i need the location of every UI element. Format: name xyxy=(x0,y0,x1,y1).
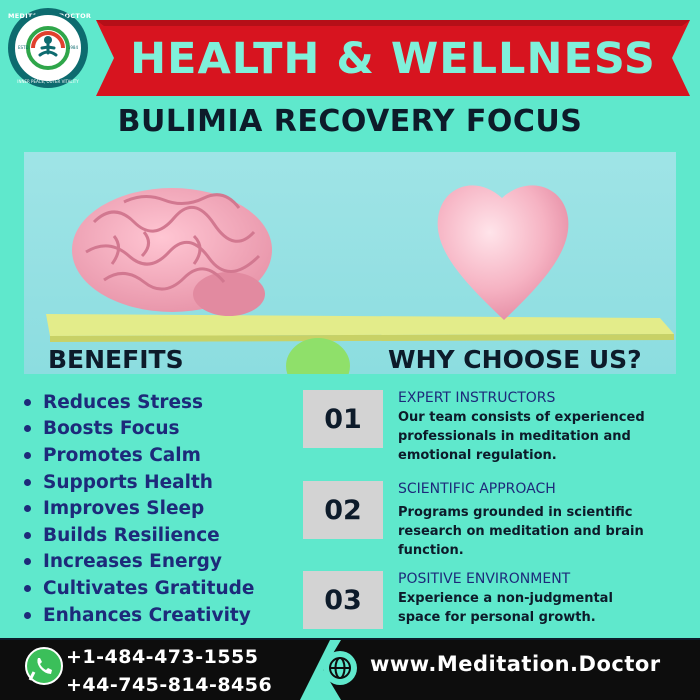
reason-description-03: Experience a non-judgmental space for pe… xyxy=(398,591,613,625)
hero-illustration xyxy=(24,152,676,374)
title-banner xyxy=(96,20,690,96)
bullet-icon xyxy=(24,398,31,406)
reason-description-01: Our team consists of experienced profess… xyxy=(398,410,645,463)
list-item: Enhances Creativity xyxy=(22,602,302,629)
page-subtitle: BULIMIA RECOVERY FOCUS xyxy=(117,104,583,139)
phone-number-uk[interactable]: +44-745-814-8456 xyxy=(66,674,273,696)
globe-icon[interactable] xyxy=(322,650,358,686)
reason-title-02: SCIENTIFIC APPROACH xyxy=(398,481,556,497)
benefits-list: Reduces Stress Boosts Focus Promotes Cal… xyxy=(22,389,302,628)
bullet-icon xyxy=(24,505,31,513)
benefits-heading: BENEFITS xyxy=(48,345,184,374)
reason-title-01: EXPERT INSTRUCTORS xyxy=(398,390,556,406)
list-item: Reduces Stress xyxy=(22,389,302,416)
bullet-icon xyxy=(24,451,31,459)
brand-logo: MEDITATION.DOCTOR ESTD. 1984 INNER PEACE… xyxy=(8,8,91,88)
list-item: Boosts Focus xyxy=(22,416,302,443)
bullet-icon xyxy=(24,478,31,486)
why-choose-us-heading: WHY CHOOSE US? xyxy=(388,345,642,374)
list-item: Improves Sleep xyxy=(22,495,302,522)
website-link[interactable]: www.Meditation.Doctor xyxy=(370,652,661,676)
logo-emblem xyxy=(12,12,84,84)
list-item: Increases Energy xyxy=(22,549,302,576)
footer-phone-panel xyxy=(0,640,330,700)
logo-tagline: INNER PEACE, OUTER VITALITY xyxy=(17,79,79,84)
logo-year: 1984 xyxy=(67,45,78,50)
reason-description-02: Programs grounded in scientific research… xyxy=(398,505,644,558)
bullet-icon xyxy=(24,558,31,566)
whatsapp-icon[interactable] xyxy=(24,646,64,686)
logo-estd: ESTD. xyxy=(18,45,30,50)
reason-number-02: 02 xyxy=(303,481,383,539)
phone-number-us[interactable]: +1-484-473-1555 xyxy=(66,646,259,668)
brain-heart-balance-illustration xyxy=(46,185,674,374)
heart-illustration xyxy=(437,185,569,320)
bullet-icon xyxy=(24,531,31,539)
brain-illustration xyxy=(72,188,272,316)
list-item: Promotes Calm xyxy=(22,442,302,469)
bullet-icon xyxy=(24,584,31,592)
page-title: HEALTH & WELLNESS xyxy=(130,34,656,84)
meditation-figure-icon xyxy=(26,26,70,70)
bullet-icon xyxy=(24,425,31,433)
footer-divider xyxy=(0,638,700,640)
list-item: Cultivates Gratitude xyxy=(22,575,302,602)
list-item: Supports Health xyxy=(22,469,302,496)
reason-number-01: 01 xyxy=(303,390,383,448)
reason-title-03: POSITIVE ENVIRONMENT xyxy=(398,571,571,587)
reason-number-03: 03 xyxy=(303,571,383,629)
footer-website-panel xyxy=(323,640,700,700)
bullet-icon xyxy=(24,611,31,619)
list-item: Builds Resilience xyxy=(22,522,302,549)
